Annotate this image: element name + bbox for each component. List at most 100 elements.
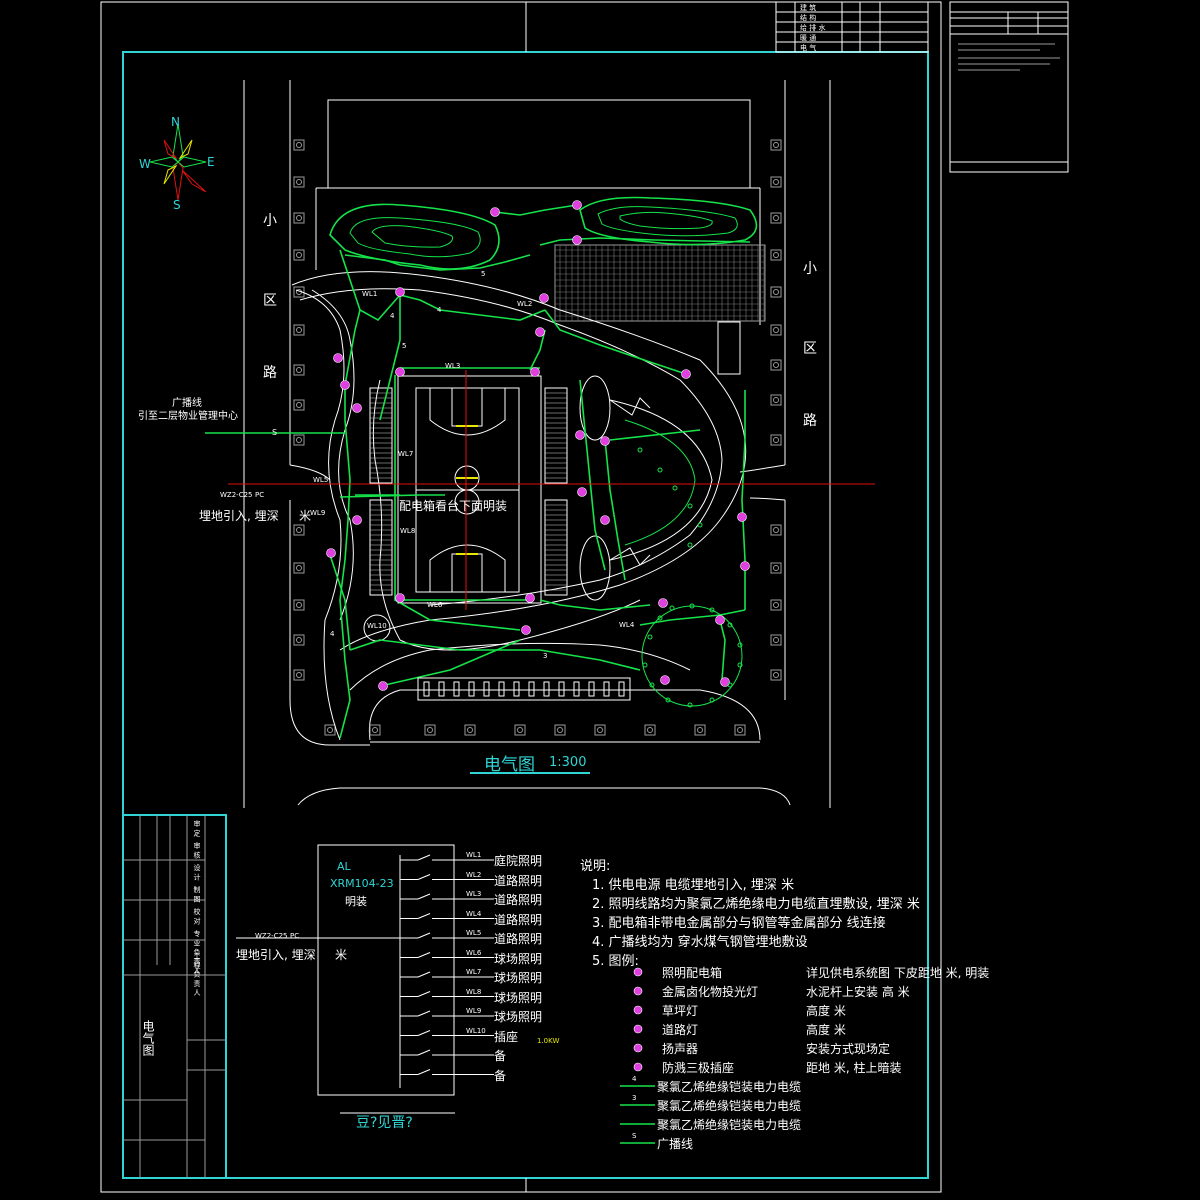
compass-n: N: [171, 115, 180, 129]
panel-location-note: 配电箱看台下面明装: [399, 499, 508, 513]
note-3: 3. 配电箱非带电金属部分与钢管等金属部分 线连接: [592, 916, 886, 931]
tree-symbol: [293, 324, 305, 336]
circuit-label: 球场照明: [494, 951, 543, 966]
bleacher-stand: [369, 387, 393, 484]
light-fixture-icon: [737, 512, 747, 522]
legend-symbol: [633, 967, 643, 977]
panel-name: AL: [337, 860, 351, 873]
planter-oval-top: [579, 375, 611, 441]
lawn-lamp: [737, 642, 743, 648]
circuit-tag: WL9: [466, 1007, 482, 1015]
circuit-label: 道路照明: [494, 932, 543, 946]
tree-symbol: [734, 724, 746, 736]
legend-name: 道路灯: [662, 1023, 699, 1037]
tag-wl9: WL9: [310, 509, 326, 517]
light-fixture-icon: [681, 369, 691, 379]
legend-symbol: [633, 986, 643, 996]
tree-symbol: [293, 139, 305, 151]
drawing-title: 电气图: [484, 755, 535, 775]
light-fixture-icon: [600, 436, 610, 446]
light-fixture-icon: [490, 207, 500, 217]
circuit-label: 道路照明: [494, 912, 543, 927]
tree-symbol: [369, 724, 381, 736]
compass-rose: [149, 123, 207, 201]
note-2: 2. 照明线路均为聚氯乙烯绝缘电力电缆直埋敷设, 埋深 米: [592, 897, 920, 912]
tree-symbol: [644, 724, 656, 736]
title-block-row-label: 校 对: [193, 908, 201, 925]
road-right-char-3: 路: [803, 413, 817, 429]
circuit-tag: WL3: [466, 890, 482, 898]
legend-desc: 高度 米: [806, 1023, 846, 1037]
discipline-label: 电 气: [800, 44, 817, 52]
lawn-lamp: [647, 634, 653, 640]
branch-circuit: [400, 1069, 494, 1075]
tree-symbol: [293, 634, 305, 646]
legend-name: 聚氯乙烯绝缘铠装电力电缆: [657, 1118, 802, 1132]
light-fixture-icon: [395, 593, 405, 603]
circuit-label: 备: [494, 1068, 507, 1083]
branch-circuit: [400, 971, 494, 978]
light-fixture-icon: [378, 681, 388, 691]
compass-w: W: [139, 157, 151, 171]
legend-name: 聚氯乙烯绝缘铠装电力电缆: [657, 1099, 802, 1113]
tree-symbol: [324, 724, 336, 736]
tree-symbol: [424, 724, 436, 736]
lawn-lamp: [642, 662, 648, 668]
legend-symbol: [633, 1062, 643, 1072]
legend-desc: 详见供电系统图 下皮距地 米, 明装: [806, 966, 990, 980]
circuit-tag: WL7: [466, 968, 482, 976]
tree-symbol: [293, 176, 305, 188]
notes-heading: 说明:: [580, 859, 611, 874]
bench-slot: [468, 681, 475, 697]
tree-symbol: [293, 599, 305, 611]
legend-name: 草坪灯: [662, 1004, 699, 1018]
circuit-tag: WL10: [466, 1026, 486, 1035]
tree-symbol: [770, 434, 782, 446]
lawn-lamp: [637, 447, 643, 453]
cable-num-b: 4: [437, 306, 442, 314]
legend-name: 金属卤化物投光灯: [662, 985, 759, 999]
road-left-char-1: 小: [263, 213, 277, 229]
light-fixture-icon: [535, 327, 545, 337]
branch-circuits: [400, 854, 494, 1075]
light-fixture-icon: [572, 235, 582, 245]
circuit-label: 插座: [494, 1029, 519, 1044]
lawn-lamp: [657, 467, 663, 473]
sheet-border: [100, 1, 942, 1193]
circuit-label: 备: [494, 1049, 507, 1063]
circuit-tag: WL5: [466, 929, 482, 937]
light-fixture-icon: [340, 380, 350, 390]
bench-slot: [618, 681, 625, 697]
tree-symbol: [293, 524, 305, 536]
legend-symbol: [633, 1005, 643, 1015]
cable-in-unit: 米: [299, 509, 312, 523]
discipline-label: 结 构: [800, 14, 817, 22]
tag-wl5: WL5: [313, 476, 329, 484]
branch-circuit: [400, 991, 494, 997]
title-block-row-label: 工 程 负 责 人: [193, 952, 201, 996]
circuit-label: 庭院照明: [494, 854, 543, 868]
road-right-char-1: 小: [803, 261, 817, 277]
branch-circuit: [400, 913, 494, 919]
light-fixture-icon: [658, 598, 668, 608]
bleacher-stand: [544, 499, 568, 596]
tree-symbol: [770, 562, 782, 574]
branch-circuit: [400, 1049, 494, 1056]
legend-cable-number: S: [632, 1132, 637, 1140]
lawn-lamp: [657, 615, 663, 621]
discipline-label: 暖 通: [800, 34, 817, 42]
circuit-label: 道路照明: [494, 893, 543, 907]
bench-slot: [603, 681, 610, 697]
branch-circuit: [400, 952, 494, 958]
bench-slot: [573, 681, 580, 697]
tree-symbol: [770, 524, 782, 536]
drawing-scale: 1:300: [549, 755, 587, 770]
branch-circuit: [400, 893, 494, 900]
cable-in-text: 埋地引入, 埋深: [199, 509, 279, 523]
bench-slot: [528, 681, 535, 697]
circuit-label: 球场照明: [494, 971, 543, 985]
circuit-label: 球场照明: [494, 990, 543, 1005]
note-4: 4. 广播线均为 穿水煤气钢管埋地敷设: [592, 935, 808, 950]
hatched-court: [554, 244, 766, 375]
